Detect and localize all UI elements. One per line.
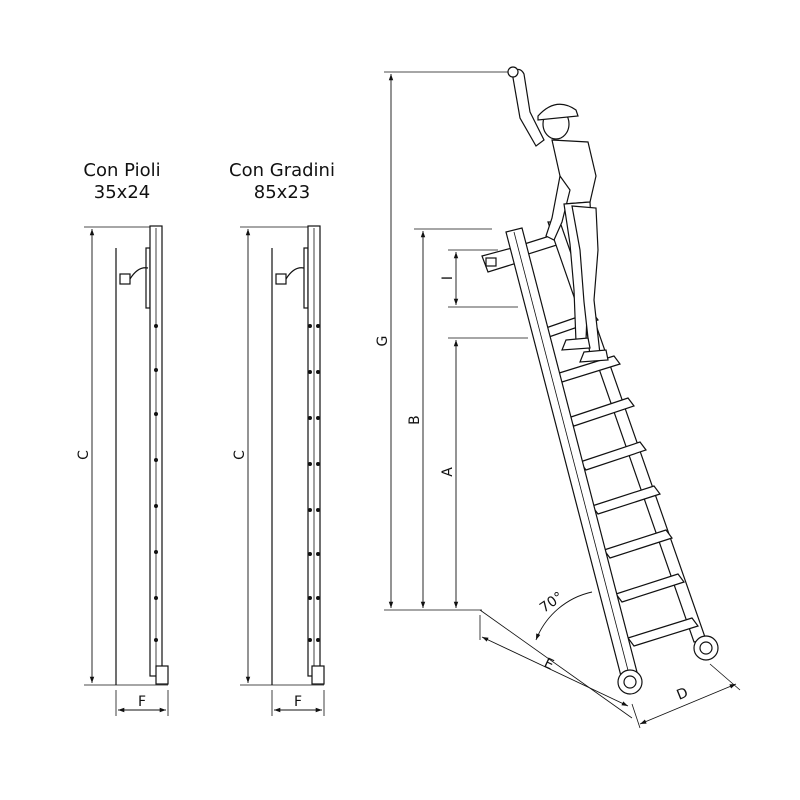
worker-figure: [507, 66, 609, 363]
worker-far-foot: [579, 349, 609, 363]
e-dimension-line: [481, 636, 629, 707]
f2-label: F: [294, 694, 302, 710]
a-label: A: [440, 467, 456, 477]
worker-near-foot: [561, 337, 591, 351]
d-extension-left: [631, 703, 641, 729]
f1-label: F: [138, 694, 146, 710]
steps-view-title: Con Gradini 85x23: [202, 160, 362, 204]
worker-helmet: [537, 103, 579, 121]
ladder-wheel-far: [693, 635, 719, 661]
rungs-hook-bracket: [119, 267, 149, 285]
steps-size-text: 85x23: [253, 182, 311, 203]
worker-raised-arm: [511, 68, 545, 147]
ladder-isometric-view: G B I A 70° E D: [375, 66, 741, 729]
rungs-rail-plate: [145, 247, 151, 309]
rungs-view-title: Con Pioli 35x24: [42, 160, 202, 204]
steps-rail-plate: [303, 247, 309, 309]
worker-hand: [507, 66, 519, 78]
c2-label: C: [232, 450, 248, 460]
steps-hook-bracket: [275, 267, 305, 285]
angle-label: 70°: [537, 589, 567, 616]
steps-side-view: C F: [232, 225, 325, 716]
angle-arc: [535, 591, 593, 641]
c-label: C: [76, 450, 92, 460]
ladder-wheel-near: [617, 669, 643, 695]
worker-lower-arm: [545, 174, 571, 241]
i-label: I: [440, 276, 456, 280]
steps-stile-bolts: [308, 324, 320, 642]
steps-foot: [311, 665, 325, 685]
rungs-title-text: Con Pioli: [83, 160, 161, 181]
d-extension-right: [709, 663, 741, 691]
d-label: D: [675, 685, 691, 704]
rungs-size-text: 35x24: [93, 182, 151, 203]
near-rail-center-line: [513, 231, 631, 679]
d-dimension-line: [639, 683, 737, 725]
rungs-foot: [155, 665, 169, 685]
g-label: G: [375, 336, 391, 347]
steps-title-text: Con Gradini: [229, 160, 335, 181]
b-label: B: [407, 415, 423, 425]
rungs-stile-bolts: [154, 324, 158, 642]
rungs-side-view: C F: [76, 225, 169, 716]
ladder-treads: [539, 311, 699, 647]
